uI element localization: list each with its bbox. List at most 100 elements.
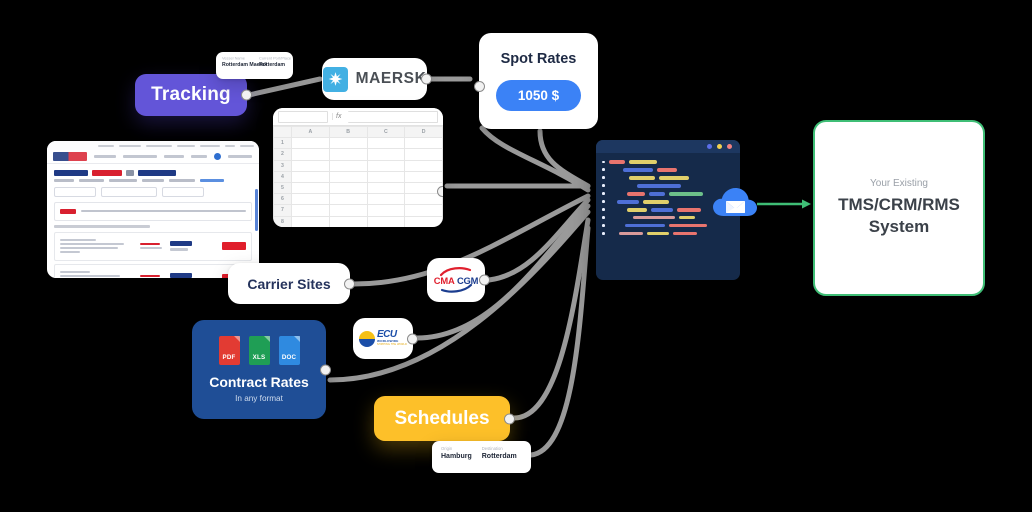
spot-rates-port[interactable] (474, 81, 485, 92)
spreadsheet-row[interactable]: 3 (273, 159, 443, 172)
spreadsheet-cell[interactable] (404, 215, 443, 227)
spreadsheet-col-header[interactable]: C (366, 125, 406, 139)
code-token (609, 176, 625, 180)
cma-cgm-card[interactable]: CMA CGM (427, 258, 490, 302)
maersk-card[interactable]: MAERSK (322, 58, 432, 100)
carrier-sites-card[interactable]: Carrier Sites (228, 263, 355, 304)
spreadsheet-col-header[interactable]: B (328, 125, 368, 139)
spreadsheet-cell[interactable] (291, 159, 330, 172)
browser-result-row[interactable] (54, 231, 252, 261)
spreadsheet-cell[interactable] (366, 215, 406, 227)
spot-rates-card[interactable]: Spot Rates 1050 $ (474, 33, 598, 129)
spreadsheet-row[interactable]: 7 (273, 204, 443, 217)
spreadsheet-row-header[interactable]: 3 (273, 159, 292, 172)
carrier-sites-port[interactable] (344, 278, 355, 289)
schedules-port[interactable] (504, 413, 515, 424)
spreadsheet-row[interactable]: 2 (273, 148, 443, 161)
cma-cgm-port[interactable] (479, 274, 490, 286)
spreadsheet-cell[interactable] (366, 159, 406, 172)
spreadsheet-row[interactable]: 5 (273, 181, 443, 195)
browser-filters[interactable] (54, 186, 252, 197)
ecu-port[interactable] (407, 333, 418, 344)
spreadsheet-cell[interactable] (328, 159, 368, 172)
spreadsheet-cell[interactable] (404, 137, 443, 150)
spreadsheet-cell[interactable] (291, 148, 330, 161)
code-line (602, 160, 734, 164)
tracking-port[interactable] (241, 89, 252, 101)
code-line (602, 199, 734, 204)
spreadsheet-row[interactable]: 8 (273, 215, 443, 227)
code-line (602, 215, 734, 220)
carrier-website-screenshot[interactable] (47, 141, 259, 278)
code-token (650, 207, 673, 212)
spreadsheet-row-header[interactable]: 7 (273, 204, 292, 217)
maersk-port[interactable] (421, 73, 432, 85)
function-icon[interactable]: fx (332, 113, 344, 120)
browser-account-icon[interactable] (214, 153, 221, 160)
spreadsheet-formula-bar[interactable]: fx (273, 108, 443, 126)
window-dot-1[interactable] (717, 144, 722, 149)
ecu-worldwide-card[interactable]: ECU WORLDWIDE SHIPPING THE WORLD (353, 318, 418, 359)
existing-system-eyebrow: Your Existing (870, 178, 928, 189)
spreadsheet-cell[interactable] (328, 181, 368, 195)
spreadsheet-cell[interactable] (328, 137, 368, 150)
contract-rates-port[interactable] (320, 364, 331, 375)
spreadsheet-row[interactable]: 4 (273, 170, 443, 183)
window-dot-0[interactable] (707, 144, 712, 149)
tracking-pill[interactable]: Tracking (135, 74, 252, 116)
spreadsheet-row-header[interactable]: 5 (273, 181, 292, 195)
spreadsheet-cell[interactable] (328, 170, 368, 183)
spreadsheet-cell[interactable] (404, 159, 443, 172)
spreadsheet-cell[interactable] (291, 170, 330, 183)
spreadsheet-cell[interactable] (328, 193, 368, 206)
spreadsheet-cell[interactable] (404, 193, 443, 206)
spreadsheet-cell[interactable] (291, 215, 330, 227)
browser-utility-bar (47, 141, 259, 150)
browser-book-button[interactable] (222, 242, 246, 250)
spreadsheet-cell[interactable] (291, 204, 330, 217)
spreadsheet-cell[interactable] (328, 204, 368, 217)
spreadsheet-cell[interactable] (404, 170, 443, 183)
spreadsheet-cell[interactable] (366, 137, 406, 150)
contract-rates-subtitle: In any format (235, 394, 283, 403)
spot-rates-price[interactable]: 1050 $ (495, 80, 582, 111)
spreadsheet-formula-input[interactable] (348, 110, 438, 123)
browser-result-row[interactable] (54, 263, 252, 278)
spreadsheet-cell[interactable] (404, 148, 443, 161)
spreadsheet-cell[interactable] (366, 204, 406, 217)
spreadsheet-name-box[interactable] (278, 110, 328, 123)
spreadsheet-cell[interactable] (328, 148, 368, 161)
code-line-bullet (602, 176, 605, 180)
browser-nav-bar[interactable] (47, 150, 259, 164)
spreadsheet-row-header[interactable]: 4 (273, 170, 292, 183)
code-token (622, 167, 653, 172)
spreadsheet-port[interactable] (437, 186, 443, 197)
spreadsheet-col-header[interactable]: A (291, 125, 330, 139)
spreadsheet-cell[interactable] (366, 148, 406, 161)
window-dot-2[interactable] (727, 144, 732, 149)
vessel-destination-value: Rotterdam (259, 62, 285, 68)
existing-system-card[interactable]: Your Existing TMS/CRM/RMS System (813, 120, 985, 296)
spreadsheet-cell[interactable] (291, 181, 330, 195)
spreadsheet-cell[interactable] (291, 193, 330, 206)
code-token (609, 232, 615, 236)
spreadsheet-row-header[interactable]: 8 (273, 215, 292, 227)
spreadsheet-row-header[interactable]: 2 (273, 148, 292, 161)
spreadsheet-row-header[interactable]: 6 (273, 193, 292, 206)
spreadsheet-cell[interactable] (291, 137, 330, 150)
spreadsheet-cell[interactable] (404, 204, 443, 217)
spreadsheet-cell[interactable] (366, 193, 406, 206)
schedules-pill[interactable]: Schedules (374, 396, 515, 441)
spreadsheet-col-header[interactable]: D (404, 125, 443, 139)
spreadsheet-row[interactable]: 6 (273, 193, 443, 206)
spreadsheet-cell[interactable] (366, 170, 406, 183)
spreadsheet-cell[interactable] (366, 181, 406, 195)
spreadsheet-row[interactable]: 1 (273, 137, 443, 150)
spreadsheet-cell[interactable] (328, 215, 368, 227)
spreadsheet-row-header[interactable]: 1 (273, 137, 292, 150)
browser-scrollbar[interactable] (255, 189, 258, 231)
